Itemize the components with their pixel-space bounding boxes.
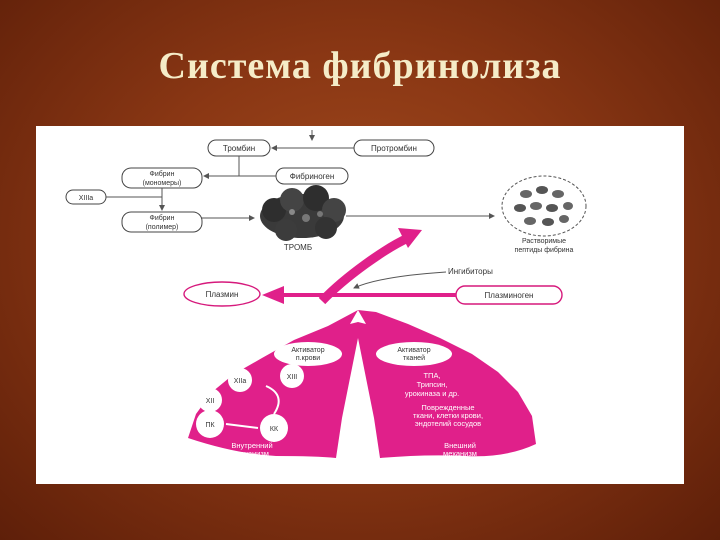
inhibitors-label: Ингибиторы xyxy=(448,267,493,276)
fibrin-polymer-node xyxy=(121,211,203,233)
plasminogen-to-plasmin-arrowhead xyxy=(262,286,284,304)
pk-label: ПК xyxy=(205,422,215,429)
external-mechanism-label-1: Внешний xyxy=(444,441,476,450)
damaged-tissue-label-3: эндотелий сосудов xyxy=(415,419,481,428)
soluble-peptides-label-2: пептиды фибрина xyxy=(515,246,574,254)
plasminogen-label: Плазминоген xyxy=(485,291,534,300)
plasmin-action-arrow xyxy=(318,233,410,305)
fibrin-polymer-label-1: Фибрин xyxy=(150,214,175,222)
tpa-label-3: урокиназа и др. xyxy=(405,389,459,398)
fibrinolysis-diagram: Тромбин Протромбин Фибрин (мономеры) Фиб… xyxy=(36,126,684,484)
external-mechanism-label-2: механизм xyxy=(443,449,477,458)
thrombus-label: ТРОМБ xyxy=(284,243,312,252)
blood-activator-label-1: Активатор xyxy=(291,347,324,354)
pk-node xyxy=(196,410,224,438)
kk-feedback-arrow xyxy=(265,385,280,415)
blood-activator-label-2: п.крови xyxy=(296,355,320,362)
slide-title: Система фибринолиза xyxy=(158,45,562,87)
inhibitors-arrow xyxy=(353,271,447,289)
plasmin-node xyxy=(183,281,261,307)
tissue-activator-label-1: Активатор xyxy=(397,347,430,354)
internal-mechanism-label-2: механизм xyxy=(235,449,269,458)
soluble-peptides-icon xyxy=(501,175,587,237)
plasmin-label: Плазмин xyxy=(206,290,239,299)
pk-kk-connector xyxy=(225,423,259,429)
thrombus-icon xyxy=(260,185,346,241)
xiia-label: XIIa xyxy=(234,378,247,385)
tpa-label-1: ТПА, xyxy=(423,371,440,380)
plasmin-action-arrowhead xyxy=(398,228,422,248)
fibrin-monomer-label-2: (мономеры) xyxy=(143,180,182,187)
thrombin-label: Тромбин xyxy=(223,144,255,153)
fibrinogen-label: Фибриноген xyxy=(290,172,335,181)
xiii-label: XIII xyxy=(287,374,298,381)
xii-node xyxy=(198,388,222,412)
fibrin-monomer-label-1: Фибрин xyxy=(150,170,175,178)
xiia-node xyxy=(228,368,252,392)
diagram-canvas: Тромбин Протромбин Фибрин (мономеры) Фиб… xyxy=(65,130,587,458)
fibrin-polymer-label-2: (полимер) xyxy=(146,224,179,231)
xii-label: XII xyxy=(206,398,215,405)
internal-mechanism-label-1: Внутренний xyxy=(231,441,272,450)
tissue-activator-label-2: тканей xyxy=(403,354,425,362)
tissue-activator-node xyxy=(376,342,452,366)
blood-activator-node xyxy=(274,342,342,366)
damaged-tissue-label-2: ткани, клетки крови, xyxy=(413,411,483,420)
soluble-peptides-label-1: Растворимые xyxy=(522,238,566,245)
damaged-tissue-label-1: Поврежденные xyxy=(421,403,474,412)
xiii-node xyxy=(280,364,304,388)
kk-label: КК xyxy=(270,426,279,433)
central-arrow-marker xyxy=(350,310,366,324)
prothrombin-label: Протромбин xyxy=(371,144,417,153)
tpa-label-2: Трипсин, xyxy=(417,380,448,389)
kk-node xyxy=(260,414,288,442)
xiiia-label: XIIIa xyxy=(79,195,94,202)
